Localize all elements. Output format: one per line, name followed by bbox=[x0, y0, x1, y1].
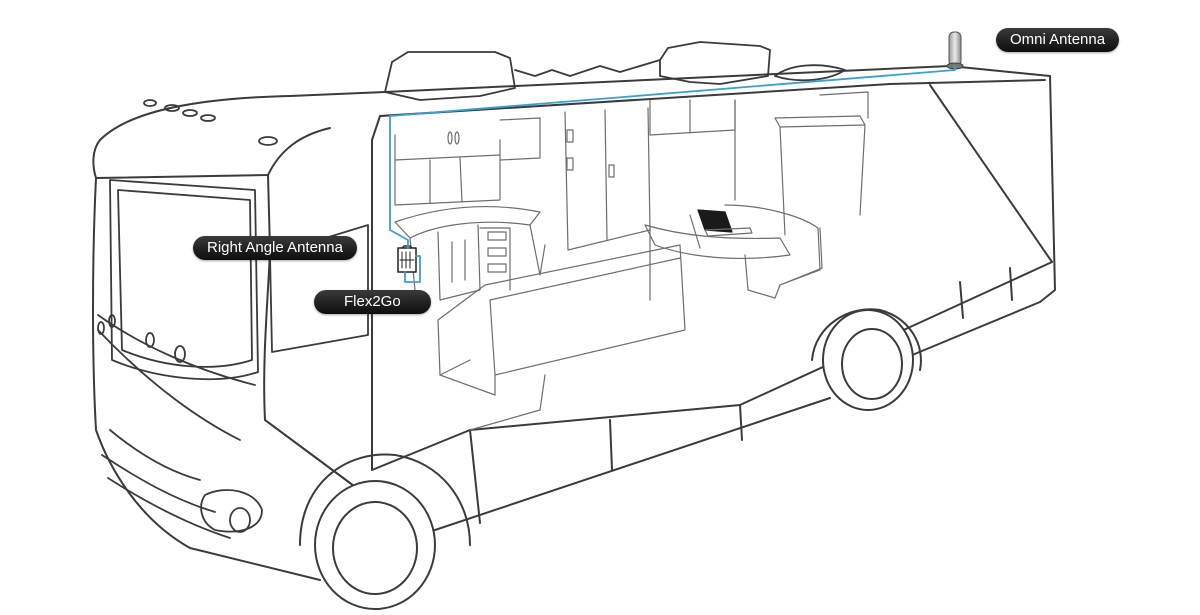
flex2go-label: Flex2Go bbox=[314, 290, 431, 314]
right-angle-antenna-illustration bbox=[397, 245, 417, 273]
coax-cable bbox=[389, 65, 956, 283]
rv-wheels bbox=[299, 308, 922, 610]
right-angle-antenna-label: Right Angle Antenna bbox=[193, 236, 357, 260]
omni-antenna-label: Omni Antenna bbox=[996, 28, 1120, 52]
rv-body-outline bbox=[92, 65, 1056, 581]
rv-interior bbox=[394, 91, 869, 431]
rv-front bbox=[97, 99, 369, 539]
roof-ac-units bbox=[384, 41, 846, 101]
omni-antenna-illustration bbox=[946, 31, 964, 70]
